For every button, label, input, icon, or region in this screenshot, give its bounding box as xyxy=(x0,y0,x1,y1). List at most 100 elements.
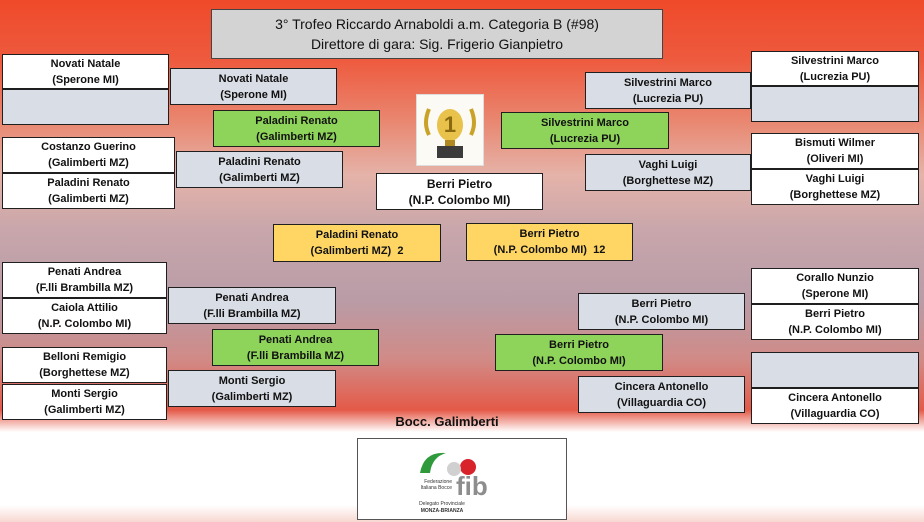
player-name: Vaghi Luigi xyxy=(638,158,698,171)
right-r2-slot-2: Vaghi Luigi (Borghettese MZ) xyxy=(585,154,751,191)
right-r1-slot-6: Berri Pietro (N.P. Colombo MI) xyxy=(751,304,919,340)
left-r2-slot-1: Novati Natale (Sperone MI) xyxy=(170,68,337,105)
logo-brand: fib xyxy=(456,471,488,501)
player-club-score: (N.P. Colombo MI) 12 xyxy=(494,242,606,258)
logo-line2: Italiana Bocce xyxy=(421,485,453,491)
player-club: (Galimberti MZ) xyxy=(211,390,293,403)
player-club: (Lucrezia PU) xyxy=(549,132,621,145)
final-left-slot: Paladini Renato (Galimberti MZ) 2 xyxy=(273,224,441,262)
trophy-digit: 1 xyxy=(444,112,456,137)
player-name: Corallo Nunzio xyxy=(796,272,874,284)
fib-logo-icon: fib Federazione Italiana Bocce Delegato … xyxy=(357,438,567,520)
player-name: Berri Pietro xyxy=(805,308,865,320)
player-club: (F.lli Brambilla MZ) xyxy=(246,349,345,362)
logo-line3: Delegato Provinciale xyxy=(419,501,465,507)
winner-slot: Berri Pietro (N.P. Colombo MI) xyxy=(376,173,543,210)
right-r3-slot-2: Berri Pietro (N.P. Colombo MI) xyxy=(495,334,663,371)
player-club: (Galimberti MZ) xyxy=(256,130,337,143)
player-club: (F.lli Brambilla MZ) xyxy=(35,282,134,294)
final-score: 2 xyxy=(397,245,404,257)
player-name: Penati Andrea xyxy=(47,266,122,278)
right-r1-slot-1: Silvestrini Marco (Lucrezia PU) xyxy=(751,51,919,86)
logo-line4: MONZA-BRIANZA xyxy=(421,508,464,514)
player-name: Penati Andrea xyxy=(258,333,333,346)
player-club: (N.P. Colombo MI) xyxy=(37,318,132,330)
organizer-label: Bocc. Galimberti xyxy=(395,414,499,429)
right-r1-slot-4: Vaghi Luigi (Borghettese MZ) xyxy=(751,169,919,205)
right-r3-slot-1: Silvestrini Marco (Lucrezia PU) xyxy=(501,112,669,149)
left-r1-slot-6: Caiola Attilio (N.P. Colombo MI) xyxy=(2,298,167,334)
player-club: (Borghettese MZ) xyxy=(789,189,881,201)
final-score: 12 xyxy=(593,244,606,256)
player-name: Bismuti Wilmer xyxy=(795,137,875,149)
right-r2-slot-1: Silvestrini Marco (Lucrezia PU) xyxy=(585,72,751,109)
player-club: (N.P. Colombo MI) xyxy=(614,313,709,326)
player-name: Silvestrini Marco xyxy=(540,116,630,129)
left-r2-slot-4: Monti Sergio (Galimberti MZ) xyxy=(168,370,336,407)
race-director: Direttore di gara: Sig. Frigerio Gianpie… xyxy=(310,36,564,52)
right-r2-slot-3: Berri Pietro (N.P. Colombo MI) xyxy=(578,293,745,330)
player-name: Monti Sergio xyxy=(218,374,286,387)
trophy-icon: 1 xyxy=(416,94,484,166)
player-name: Paladini Renato xyxy=(47,177,130,189)
right-r1-slot-3: Bismuti Wilmer (Oliveri MI) xyxy=(751,133,919,169)
player-name: Berri Pietro xyxy=(631,297,692,310)
player-club: (Sperone MI) xyxy=(220,88,287,101)
player-club: (Borghettese MZ) xyxy=(622,174,714,187)
player-name: Paladini Renato xyxy=(255,114,338,127)
player-club: (Galimberti MZ) xyxy=(310,245,392,257)
right-r2-slot-4: Cincera Antonello (Villaguardia CO) xyxy=(578,376,745,413)
player-club: (Sperone MI) xyxy=(801,288,869,300)
left-r2-slot-3: Penati Andrea (F.lli Brambilla MZ) xyxy=(168,287,336,324)
left-r1-slot-1: Novati Natale (Sperone MI) xyxy=(2,54,169,89)
player-club: (Sperone MI) xyxy=(52,73,119,86)
left-r2-slot-2: Paladini Renato (Galimberti MZ) xyxy=(176,151,343,188)
right-r1-slot-8: Cincera Antonello (Villaguardia CO) xyxy=(751,388,919,424)
left-r1-slot-2 xyxy=(2,89,169,125)
player-name: Caiola Attilio xyxy=(51,302,118,314)
player-name: Berri Pietro xyxy=(519,228,580,240)
tournament-header: 3° Trofeo Riccardo Arnaboldi a.m. Catego… xyxy=(211,9,663,59)
player-name: Vaghi Luigi xyxy=(805,173,865,185)
winner-club: (N.P. Colombo MI) xyxy=(408,192,511,207)
winner-name: Berri Pietro xyxy=(426,176,493,191)
player-club: (Lucrezia PU) xyxy=(799,70,871,83)
final-right-slot: Berri Pietro (N.P. Colombo MI) 12 xyxy=(466,223,633,261)
player-name: Monti Sergio xyxy=(51,388,118,400)
left-r1-slot-8: Monti Sergio (Galimberti MZ) xyxy=(2,384,167,420)
player-club: (Villaguardia CO) xyxy=(616,396,707,409)
player-name: Penati Andrea xyxy=(215,291,289,304)
player-club: (Galimberti MZ) xyxy=(48,193,129,205)
right-r1-slot-7 xyxy=(751,352,919,388)
player-name: Belloni Remigio xyxy=(42,351,127,363)
player-club: (F.lli Brambilla MZ) xyxy=(203,307,301,320)
player-club-score: (Galimberti MZ) 2 xyxy=(311,243,404,259)
player-club: (N.P. Colombo MI) xyxy=(493,244,587,256)
player-club: (N.P. Colombo MI) xyxy=(532,354,626,367)
player-club: (Galimberti MZ) xyxy=(219,171,300,184)
left-r1-slot-7: Belloni Remigio (Borghettese MZ) xyxy=(2,347,167,383)
player-name: Paladini Renato xyxy=(315,229,399,241)
player-club: (Villaguardia CO) xyxy=(790,408,880,420)
player-name: Cincera Antonello xyxy=(788,392,882,404)
left-r1-slot-4: Paladini Renato (Galimberti MZ) xyxy=(2,173,175,209)
left-r3-slot-1: Paladini Renato (Galimberti MZ) xyxy=(213,110,380,147)
tournament-title: 3° Trofeo Riccardo Arnaboldi a.m. Catego… xyxy=(275,16,599,32)
right-r1-slot-2 xyxy=(751,86,919,122)
player-name: Berri Pietro xyxy=(549,338,609,351)
player-name: Novati Natale xyxy=(218,72,289,85)
player-name: Cincera Antonello xyxy=(614,380,709,393)
player-name: Novati Natale xyxy=(50,57,121,70)
player-name: Silvestrini Marco xyxy=(623,76,713,89)
right-r1-slot-5: Corallo Nunzio (Sperone MI) xyxy=(751,268,919,304)
player-club: (Borghettese MZ) xyxy=(39,367,130,379)
player-club: (Oliveri MI) xyxy=(806,153,864,165)
player-club: (N.P. Colombo MI) xyxy=(788,324,882,336)
player-name: Paladini Renato xyxy=(218,155,301,168)
logo-line1: Federazione xyxy=(424,479,452,485)
player-club: (Lucrezia PU) xyxy=(632,92,704,105)
player-club: (Galimberti MZ) xyxy=(48,157,129,169)
left-r3-slot-2: Penati Andrea (F.lli Brambilla MZ) xyxy=(212,329,379,366)
left-r1-slot-3: Costanzo Guerino (Galimberti MZ) xyxy=(2,137,175,173)
